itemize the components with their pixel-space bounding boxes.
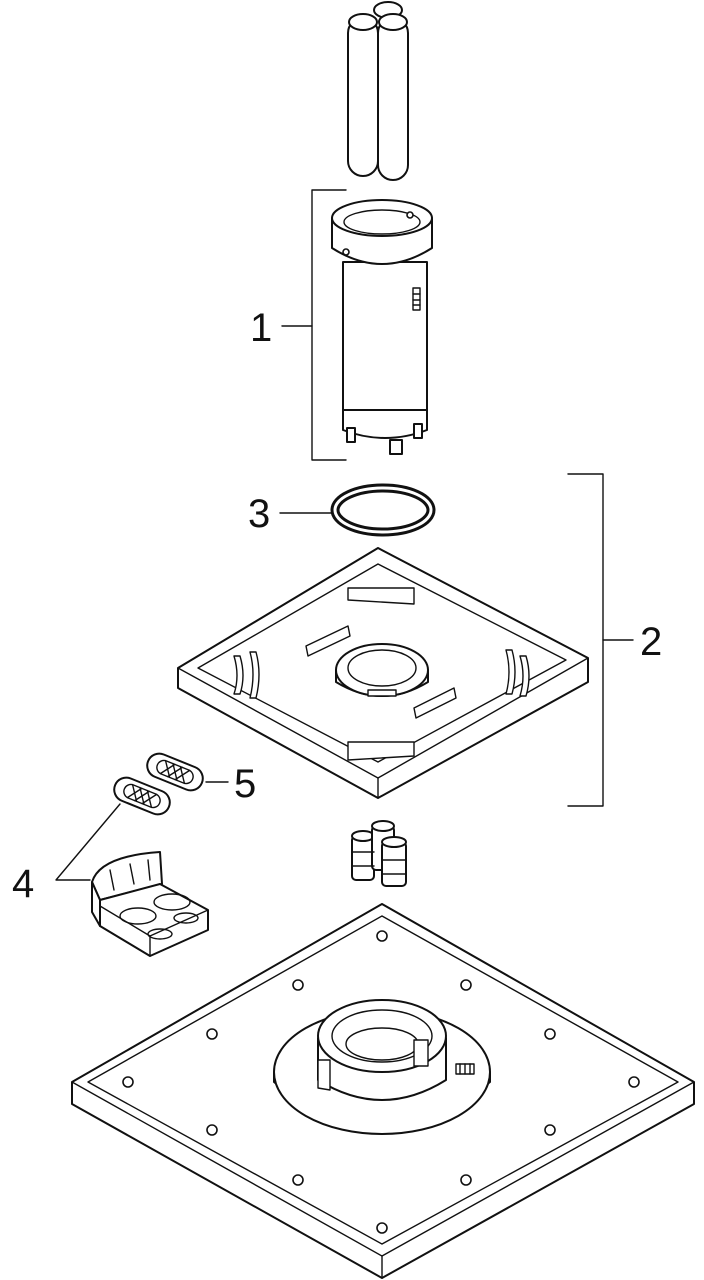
- part-label-5: 5: [234, 762, 257, 806]
- bracket-part-1: [281, 189, 347, 461]
- extension-rods: [347, 1, 409, 181]
- cylinder-body: [331, 199, 433, 455]
- filter-gaskets: [113, 752, 229, 816]
- base-plate: [71, 903, 695, 1279]
- bracket-part-2: [567, 473, 634, 807]
- part-label-1: 1: [250, 306, 273, 350]
- valve-holder: [55, 803, 209, 957]
- part-label-4: 4: [12, 862, 35, 906]
- square-trim-frame: [177, 547, 589, 799]
- part-label-3: 3: [248, 492, 271, 536]
- part-label-2: 2: [640, 620, 663, 664]
- o-ring: [279, 483, 436, 537]
- valve-cartridges: [351, 820, 407, 887]
